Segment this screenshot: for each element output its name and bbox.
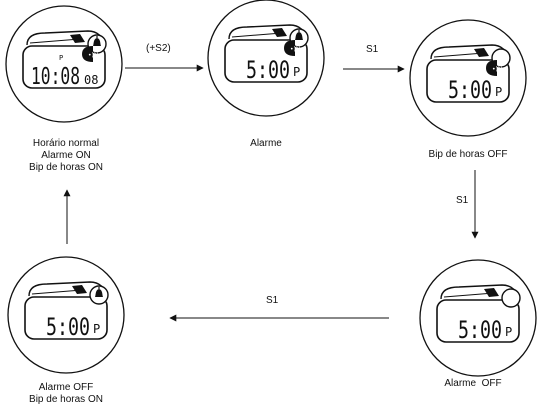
watch-state-chime-off: •))) 5:00 P (409, 19, 527, 137)
svg-text:•))): •))) (290, 46, 301, 53)
pm-suffix: P (93, 322, 100, 336)
pm-suffix: P (505, 325, 512, 339)
time-digits: 10:08 (31, 64, 80, 90)
pm-marker: P (59, 54, 63, 62)
watch-state-alarm-off: 5:00 P (419, 259, 537, 377)
transition-label-s2: (+S2) (146, 43, 171, 54)
watch-state-alarm: •))) 5:00 P (207, 0, 325, 117)
time-digits: 5:00 (246, 56, 290, 84)
chime-icon: •))) (486, 60, 503, 76)
transition-label-s1-c: S1 (266, 295, 279, 306)
bell-icon (89, 285, 109, 305)
time-digits: 5:00 (46, 313, 90, 341)
transition-label-s1-b: S1 (456, 195, 469, 206)
chime-icon: •))) (284, 40, 301, 56)
transition-label-s1-a: S1 (366, 44, 379, 55)
caption-line: Bip de horas OFF (428, 149, 508, 160)
caption-alarm: Alarme (226, 138, 306, 150)
svg-text:•))): •))) (492, 66, 503, 73)
caption-line: Bip de horas ON (29, 394, 103, 405)
watch-state-normal-time: •))) 10:08 08 P (5, 5, 123, 123)
caption-line: Alarme OFF (38, 382, 94, 393)
chime-icon: •))) (82, 46, 99, 62)
time-digits: 5:00 (448, 76, 492, 104)
svg-text:•))): •))) (88, 52, 99, 59)
bell-outline-icon (501, 288, 521, 308)
caption-normal-time: Horário normal Alarme ON Bip de horas ON (6, 138, 126, 174)
caption-line: Alarme OFF (444, 378, 502, 389)
transitions (63, 64, 479, 322)
caption-line: Alarme ON (41, 150, 91, 161)
pm-suffix: P (293, 65, 300, 79)
pm-suffix: P (495, 85, 502, 99)
caption-line: Alarme (250, 138, 282, 149)
watch-state-alarm-off-chime-on: 5:00 P (7, 256, 125, 374)
caption-alarm-off-chime-on: Alarme OFF Bip de horas ON (8, 382, 124, 406)
caption-chime-off: Bip de horas OFF (408, 149, 528, 161)
caption-line: Horário normal (32, 138, 100, 149)
seconds-digits: 08 (84, 73, 98, 87)
caption-alarm-off: Alarme OFF (428, 378, 518, 390)
caption-line: Bip de horas ON (29, 162, 103, 173)
time-digits: 5:00 (458, 316, 502, 344)
